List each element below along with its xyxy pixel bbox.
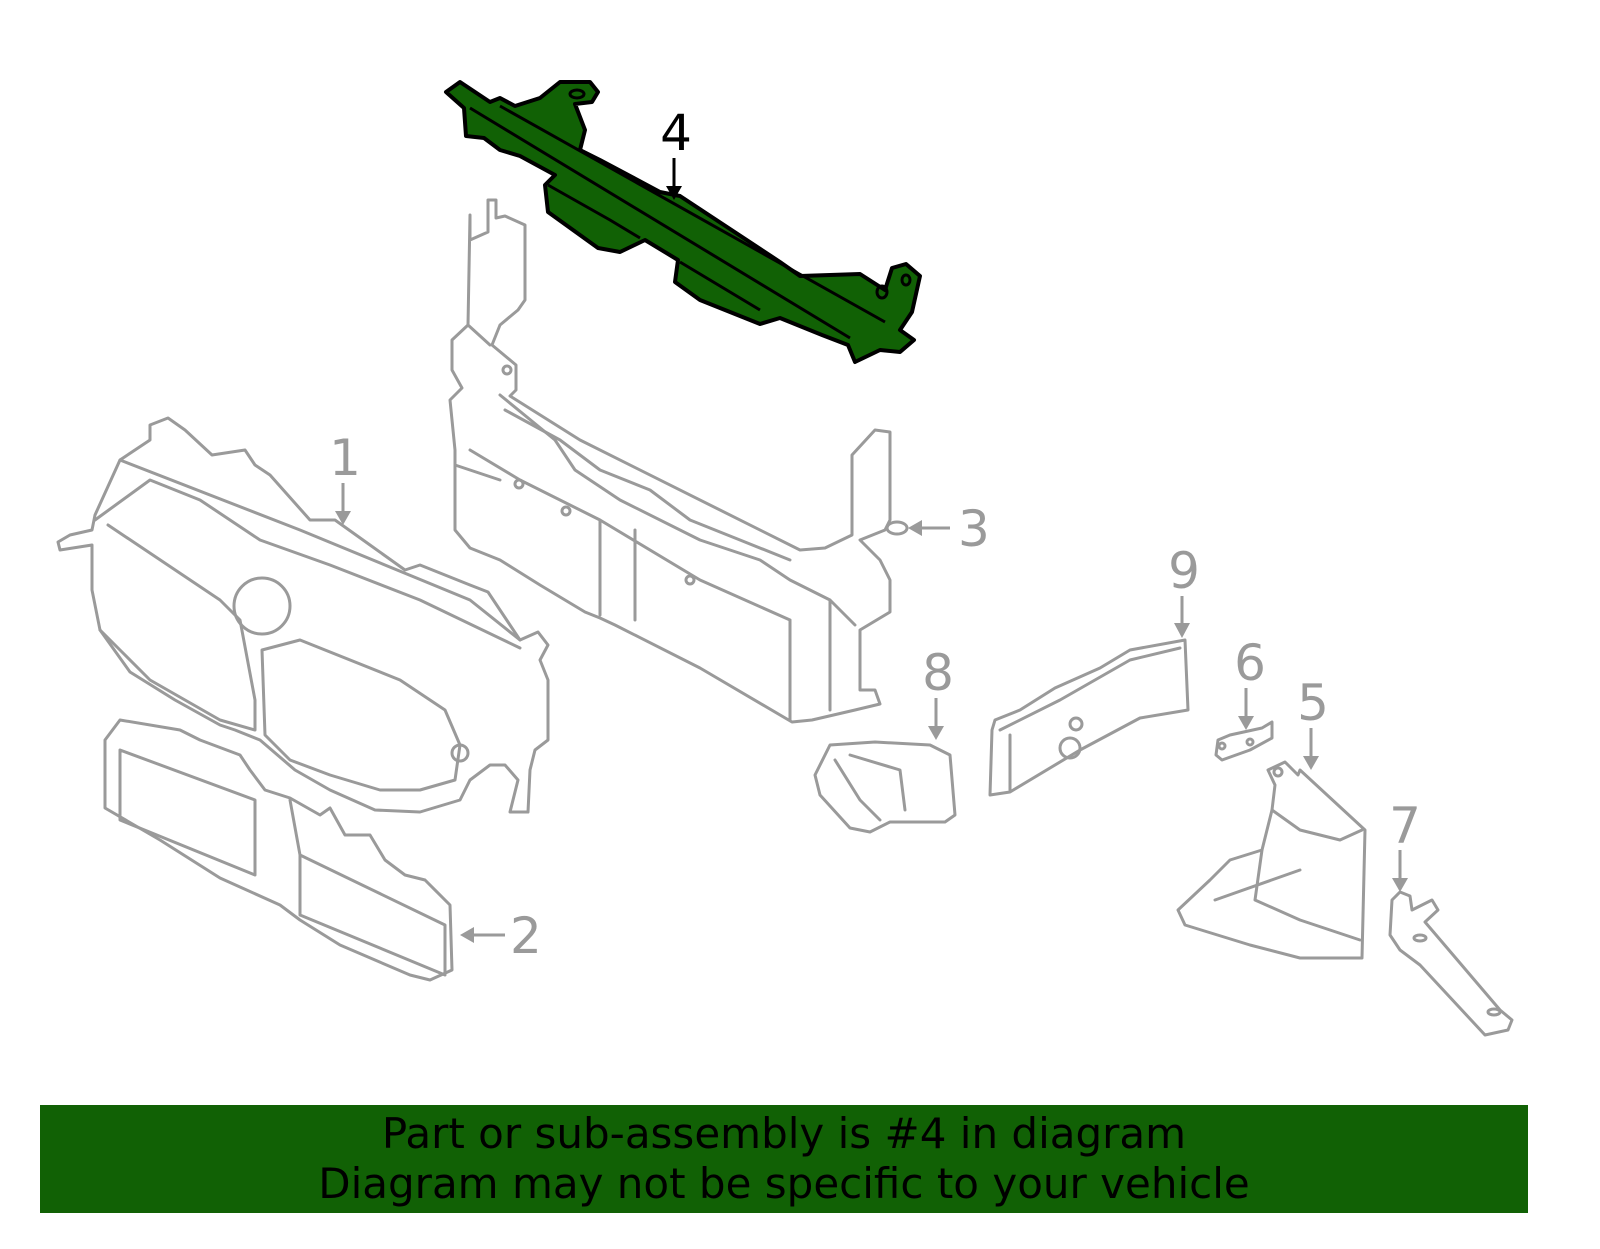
callout-2: 2 [460, 907, 542, 965]
arrow-icon [928, 726, 944, 740]
callout-3: 3 [908, 500, 990, 558]
part-1-grille[interactable] [56, 416, 550, 814]
part-9-air-duct[interactable] [988, 638, 1190, 797]
callout-label-8: 8 [922, 644, 954, 702]
arrow-icon [1392, 878, 1408, 892]
arrow-icon [1303, 756, 1319, 770]
callout-label-1: 1 [329, 429, 361, 487]
part-8-duct[interactable] [813, 740, 957, 834]
callout-9: 9 [1168, 542, 1200, 638]
callout-label-9: 9 [1168, 542, 1200, 600]
callout-label-5: 5 [1297, 674, 1329, 732]
callout-1: 1 [329, 429, 361, 525]
arrow-icon [1174, 623, 1190, 638]
info-banner: Part or sub-assembly is #4 in diagram Di… [40, 1105, 1528, 1213]
callout-label-3: 3 [958, 500, 990, 558]
callout-4: 4 [660, 104, 692, 200]
callout-7: 7 [1389, 797, 1421, 892]
callout-5: 5 [1297, 674, 1329, 770]
arrow-icon [908, 520, 922, 536]
part-6-bracket[interactable] [1214, 720, 1274, 762]
callout-label-2: 2 [510, 907, 542, 965]
parts-diagram: 4 1 3 2 9 8 6 5 7 [56, 80, 1514, 1037]
part-4-highlighted[interactable] [444, 80, 922, 364]
banner-line-part: Part or sub-assembly is #4 in diagram [381, 1109, 1187, 1158]
arrow-icon [666, 186, 682, 200]
part-3-radiator-support[interactable] [448, 198, 909, 724]
part-7-bracket[interactable] [1388, 890, 1514, 1037]
callout-6: 6 [1234, 634, 1266, 730]
part-5-air-guide[interactable] [1176, 760, 1367, 960]
arrow-icon [1238, 716, 1254, 730]
banner-line-disclaimer: Diagram may not be specific to your vehi… [318, 1159, 1250, 1208]
callout-label-6: 6 [1234, 634, 1266, 692]
callout-label-7: 7 [1389, 797, 1421, 855]
callout-label-4: 4 [660, 104, 692, 162]
callout-8: 8 [922, 644, 954, 740]
arrow-icon [460, 927, 474, 943]
part-2-lower-grille[interactable] [103, 718, 454, 982]
arrow-icon [335, 511, 351, 525]
